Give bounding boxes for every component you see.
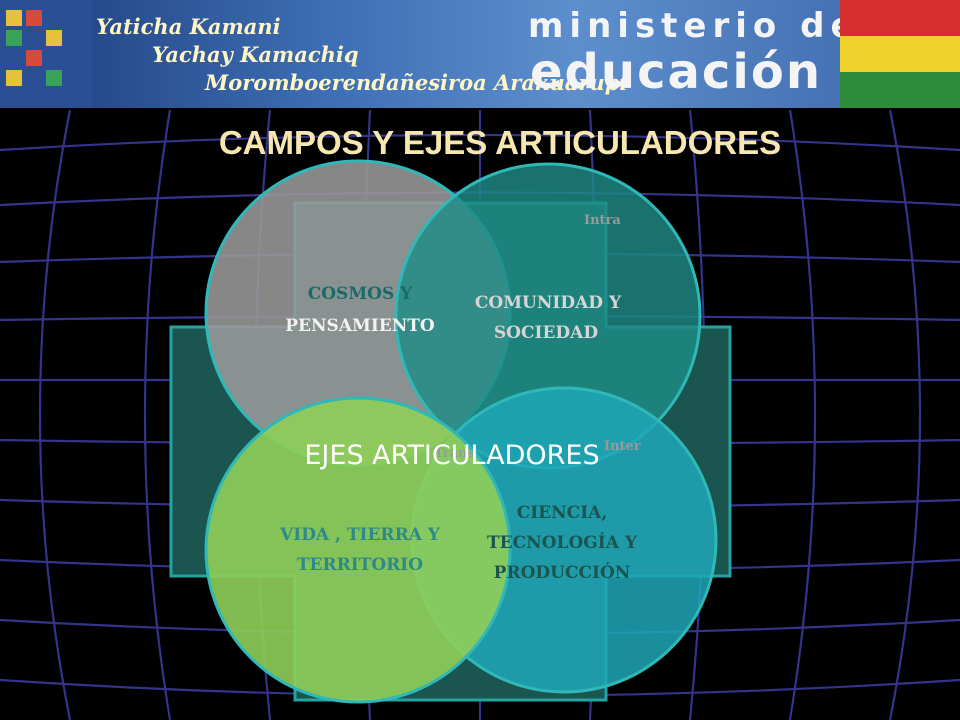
ciencia-label-line-1: CIENCIA, — [517, 503, 608, 523]
comunidad-label-line-1: COMUNIDAD Y — [475, 293, 622, 313]
vida-label-line-1: VIDA , TIERRA Y — [279, 525, 441, 545]
andean-pattern-icon — [0, 0, 92, 108]
label-trans: Trans — [434, 446, 475, 461]
ciencia-label-line-2: TECNOLOGÍA Y — [487, 532, 638, 553]
cosmos-label-line-1: COSMOS Y — [308, 284, 413, 304]
label-intra: Intra — [584, 213, 621, 228]
ministry-logo-bottom: educación — [530, 44, 822, 100]
label-inter: Inter — [604, 439, 641, 454]
header-banner: Yaticha Kamani Yachay Kamachiq Moromboer… — [0, 0, 960, 108]
comunidad-label-line-2: SOCIEDAD — [494, 323, 598, 343]
cosmos-label-line-2: PENSAMIENTO — [285, 316, 435, 336]
banner-line-1: Yaticha Kamani — [96, 14, 281, 39]
ministry-logo-top: ministerio de — [528, 6, 860, 46]
bolivia-flag-icon — [840, 0, 960, 108]
banner-line-2: Yachay Kamachiq — [152, 42, 359, 67]
vida-label-line-2: TERRITORIO — [297, 555, 423, 575]
circle-vida — [204, 396, 512, 704]
ciencia-label-line-3: PRODUCCIÓN — [494, 562, 631, 583]
banner-line-3: Moromboerendañesiroa Arakuarupi — [205, 70, 628, 95]
center-label: EJES ARTICULADORES — [304, 440, 599, 471]
page-title: CAMPOS Y EJES ARTICULADORES — [218, 124, 782, 161]
